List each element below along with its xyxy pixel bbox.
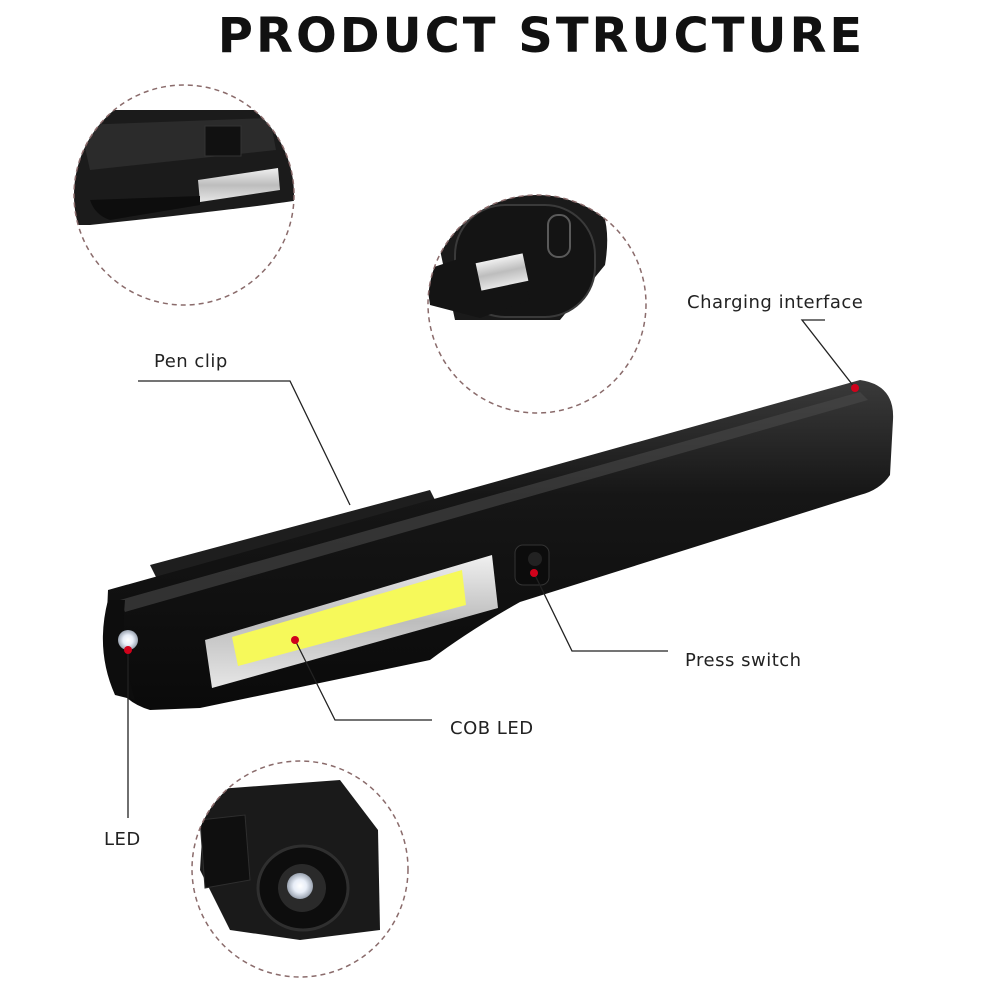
- cob-marker: [291, 636, 299, 644]
- charging-interface-label: Charging interface: [687, 292, 864, 313]
- led-detail-callout: [191, 760, 409, 978]
- pen-clip-label: Pen clip: [154, 351, 228, 372]
- markers: [124, 384, 859, 654]
- led-marker: [124, 646, 132, 654]
- leader-lines: [127, 319, 856, 818]
- pen-clip-detail-callout: [73, 84, 295, 306]
- page-title: PRODUCT STRUCTURE: [217, 8, 866, 64]
- cob-led-strip: [232, 570, 466, 666]
- side-led: [118, 630, 138, 650]
- cob-led-label: COB LED: [450, 718, 534, 739]
- flashlight-body: [102, 380, 894, 710]
- led-label: LED: [104, 829, 141, 850]
- charging-marker: [851, 384, 859, 392]
- switch-marker: [530, 569, 538, 577]
- press-switch-label: Press switch: [685, 650, 802, 671]
- charging-interface-detail-callout: [427, 194, 647, 414]
